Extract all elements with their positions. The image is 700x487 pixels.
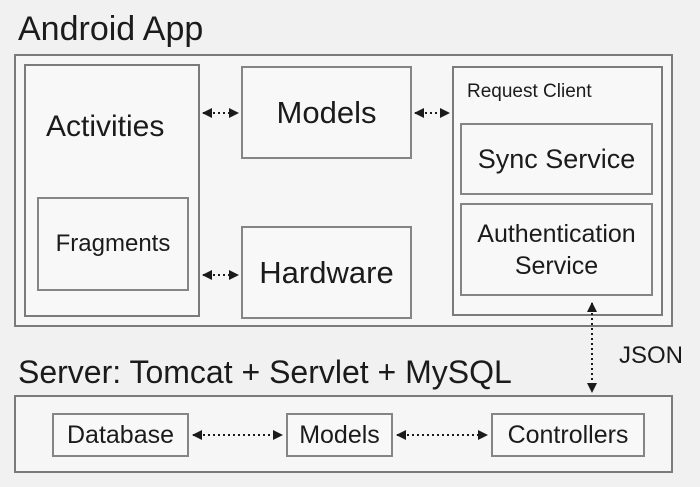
- fragments-label: Fragments: [55, 230, 171, 257]
- hardware-label: Hardware: [259, 254, 394, 290]
- authentication-service-box: Authentication Service: [460, 203, 653, 296]
- hardware-box: Hardware: [241, 226, 412, 319]
- request-client-label: Request Client: [467, 81, 592, 102]
- app-models-box: Models: [241, 66, 412, 159]
- sync-service-box: Sync Service: [460, 123, 653, 195]
- server-title: Server: Tomcat + Servlet + MySQL: [18, 354, 512, 390]
- fragments-box: Fragments: [37, 197, 189, 291]
- json-label: JSON: [619, 342, 684, 369]
- server-models-label: Models: [299, 420, 380, 449]
- server-models-box: Models: [286, 413, 393, 457]
- authentication-service-label-line1: Authentication: [477, 219, 636, 248]
- controllers-box: Controllers: [491, 413, 645, 457]
- database-box: Database: [52, 413, 189, 457]
- sync-service-label: Sync Service: [477, 143, 636, 174]
- app-models-label: Models: [276, 94, 377, 130]
- authentication-service-label-line2: Service: [514, 251, 599, 280]
- activities-label: Activities: [46, 110, 165, 143]
- android-app-title: Android App: [18, 10, 204, 48]
- controllers-label: Controllers: [507, 420, 629, 449]
- database-label: Database: [66, 420, 175, 449]
